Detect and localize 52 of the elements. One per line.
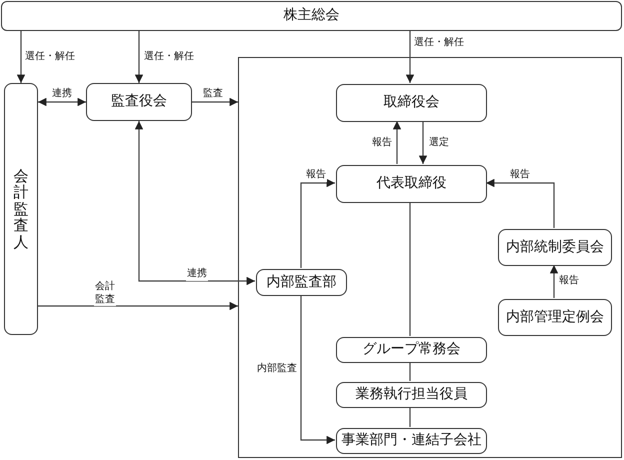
edge-label: 選任・解任: [413, 37, 465, 50]
edge-label: 報告: [371, 137, 393, 150]
node-label: 内部監査部: [266, 274, 336, 292]
edge-label: 内部監査: [256, 363, 298, 376]
arrow: [418, 121, 428, 164]
arrow: [38, 98, 86, 106]
edge-label: 選定: [428, 137, 450, 150]
edge-label: 選任・解任: [24, 51, 76, 64]
arrow: [550, 265, 558, 298]
process-box: [498, 229, 612, 266]
process-box: [336, 165, 487, 203]
process-box: [4, 83, 38, 335]
node-label: 会計監査人: [14, 168, 28, 250]
node-label: 代表取締役: [376, 175, 446, 193]
arrow: [406, 31, 414, 83]
arrow: [300, 178, 335, 268]
node-label: 取締役会: [384, 94, 440, 112]
arrow: [392, 121, 402, 164]
edge-label: 連携: [186, 268, 208, 280]
edge-label: 報告: [305, 169, 327, 182]
process-box: [336, 337, 487, 363]
node-label: 業務執行担当役員: [356, 386, 468, 404]
process-box: [256, 269, 347, 296]
process-box: [336, 382, 487, 408]
connector-line: [409, 362, 411, 381]
arrow: [486, 178, 555, 228]
arrow: [300, 295, 335, 444]
connector-line: [409, 407, 411, 427]
arrow: [134, 121, 255, 286]
edge-label: 報告: [558, 275, 580, 288]
frame-box: [238, 57, 622, 458]
node-label: 内部統制委員会: [506, 238, 604, 256]
process-box: [1, 1, 622, 31]
edge-label: 報告: [509, 169, 531, 182]
process-box: [336, 84, 487, 122]
node-label: 内部管理定例会: [506, 308, 604, 326]
process-box: [336, 428, 487, 454]
arrow: [134, 31, 144, 83]
node-label: 監査役会: [111, 93, 167, 111]
arrow: [192, 98, 238, 106]
arrow: [38, 302, 238, 310]
edge-label: 連携: [51, 88, 73, 100]
process-box: [86, 83, 192, 121]
edge-label: 会計監査: [94, 281, 116, 306]
edge-label: 選任・解任: [143, 51, 195, 64]
node-label: 株主総会: [284, 7, 340, 25]
connector-line: [409, 202, 411, 336]
arrow: [16, 31, 26, 83]
node-label: 事業部門・連結子会社: [342, 432, 482, 450]
edge-label: 監査: [202, 88, 224, 100]
process-box: [498, 299, 612, 336]
node-label: グループ常務会: [362, 341, 460, 359]
